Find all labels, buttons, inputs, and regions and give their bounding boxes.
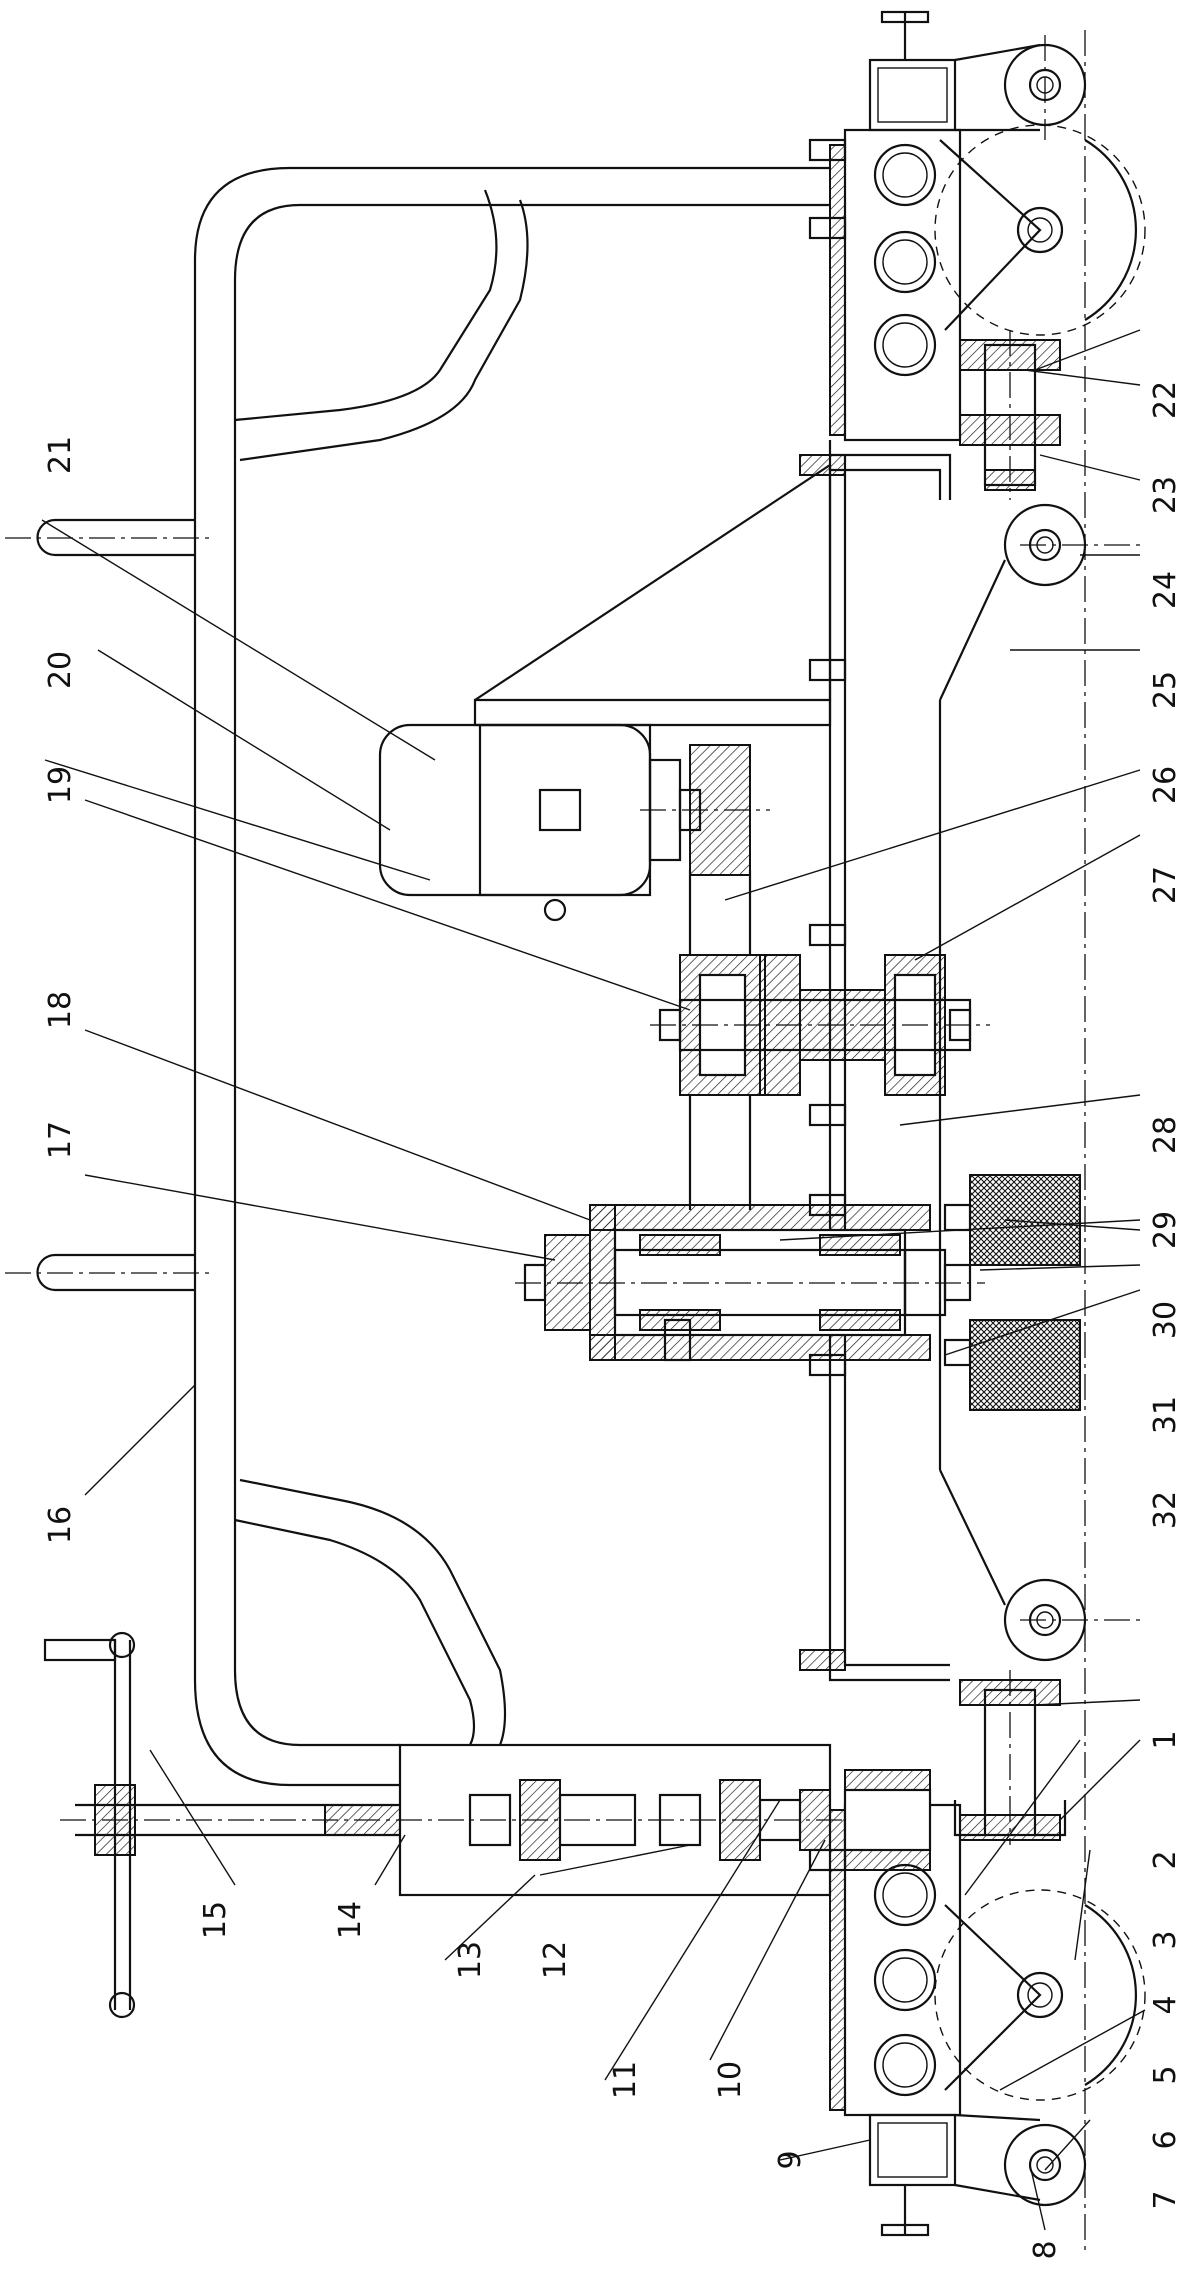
part-label-2: 2 [1148, 1850, 1183, 1869]
part-label-18: 18 [43, 991, 78, 1029]
part-label-12: 12 [538, 1941, 573, 1979]
part-label-1: 1 [1148, 1730, 1183, 1749]
part-label-30: 30 [1148, 1301, 1183, 1339]
part-label-7: 7 [1148, 2190, 1183, 2209]
part-label-8: 8 [1028, 2240, 1063, 2259]
part-label-11: 11 [608, 2061, 643, 2099]
part-label-4: 4 [1148, 1995, 1183, 2014]
part-label-6: 6 [1148, 2130, 1183, 2149]
wheel-24 [1005, 505, 1140, 585]
part-label-27: 27 [1148, 866, 1183, 904]
part-label-15: 15 [198, 1901, 233, 1939]
adjust-column [515, 1195, 985, 1375]
part-label-24: 24 [1148, 571, 1183, 609]
part-label-23: 23 [1148, 476, 1183, 514]
belt-28 [690, 1095, 750, 1210]
belt-26 [690, 870, 750, 955]
belt-25 [940, 560, 1005, 1605]
part-label-32: 32 [1148, 1491, 1183, 1529]
part-label-20: 20 [43, 651, 78, 689]
part-label-17: 17 [43, 1121, 78, 1159]
part-label-19: 19 [43, 766, 78, 804]
part-label-29: 29 [1148, 1211, 1183, 1249]
part-label-28: 28 [1148, 1116, 1183, 1154]
axle-assembly-bottom [955, 1670, 1065, 1845]
part-label-21: 21 [43, 436, 78, 474]
part-label-5: 5 [1148, 2065, 1183, 2084]
part-label-3: 3 [1148, 1930, 1183, 1949]
part-label-13: 13 [453, 1941, 488, 1979]
part-label-10: 10 [713, 2061, 748, 2099]
part-label-9: 9 [773, 2150, 808, 2169]
top-roller-block [810, 12, 1145, 440]
part-label-25: 25 [1148, 671, 1183, 709]
part-label-31: 31 [1148, 1396, 1183, 1434]
axle-assembly-top [960, 330, 1060, 500]
part-label-14: 14 [333, 1901, 368, 1939]
wheel-bottom [1005, 1580, 1140, 1660]
motor [380, 725, 770, 920]
part-label-22: 22 [1148, 381, 1183, 419]
part-label-26: 26 [1148, 766, 1183, 804]
base-block-bottom [945, 1320, 1080, 1410]
motor-mount [475, 465, 845, 725]
shaft-19 [650, 925, 990, 1125]
part-label-16: 16 [43, 1506, 78, 1544]
